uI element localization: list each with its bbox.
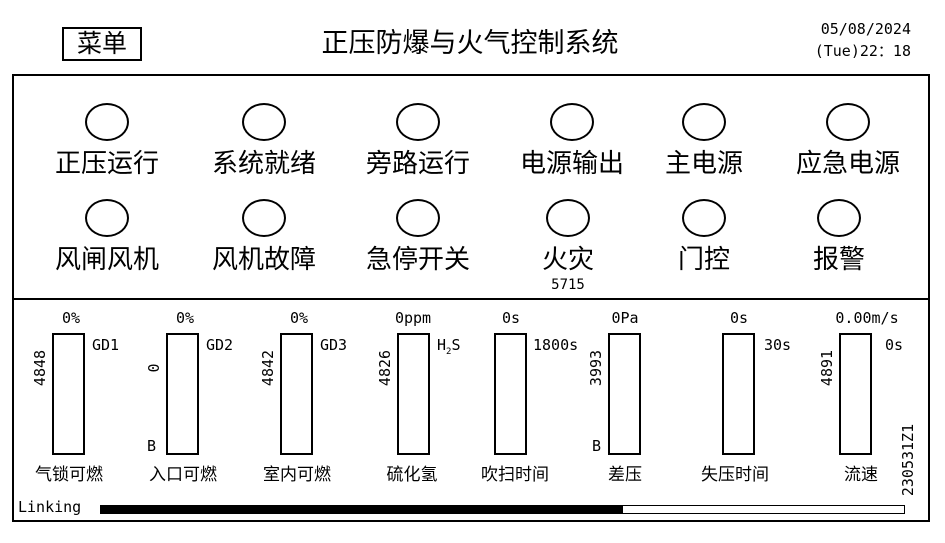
indicator-label: 报警 (812, 245, 865, 275)
gauge-raw-value: 0 (145, 333, 163, 403)
indicator-label: 急停开关 (365, 245, 470, 275)
gauge-value: 0s (501, 309, 521, 327)
menu-button[interactable]: 菜单 (62, 27, 142, 61)
gauge-tag: GD1 (92, 336, 120, 354)
gauge-raw-value: 4891 (818, 333, 836, 403)
indicator-label: 火灾 (541, 245, 594, 275)
indicator-label: 系统就绪 (211, 149, 316, 179)
gauge-raw-value: 4848 (31, 333, 49, 403)
gauge-bar (608, 333, 641, 455)
indicator-bypass: 旁路运行 (353, 103, 483, 183)
gauge-value: 0.00m/s (835, 309, 899, 327)
indicator-label: 电源输出 (519, 149, 624, 179)
gauge-tag: GD3 (320, 336, 348, 354)
link-progress-bar (100, 505, 905, 514)
gauge-raw-text: 4848 (31, 349, 49, 387)
status-lamp (396, 199, 440, 237)
gauge-value: 0% (175, 309, 195, 327)
link-status-label: Linking (18, 498, 82, 516)
indicator-label: 应急电源 (795, 149, 900, 179)
status-lamp (817, 199, 861, 237)
gauge-label: 失压时间 (701, 465, 769, 485)
gauge-value: 0% (61, 309, 81, 327)
serial-text: 230531Z1 (899, 423, 917, 497)
gauge-tag-h: H (437, 336, 447, 354)
gauge-tag-subscript: 2 (446, 347, 452, 357)
date-text: 05/08/2024 (820, 20, 911, 38)
indicator-fan-fault: 风机故障 (199, 199, 329, 279)
link-progress-fill (101, 506, 623, 513)
datetime-display: 05/08/2024 (Tue)22：18 (796, 18, 911, 62)
gauge-panel (12, 298, 930, 522)
gauge-label: 吹扫时间 (481, 465, 549, 485)
indicator-positive-pressure: 正压运行 (42, 103, 172, 183)
gauge-bar (52, 333, 85, 455)
gauge-b-marker: B (147, 437, 157, 455)
status-lamp (826, 103, 870, 141)
gauge-label: 差压 (608, 465, 642, 485)
gauge-bar (722, 333, 755, 455)
gauge-bar (280, 333, 313, 455)
gauge-bar (166, 333, 199, 455)
status-lamp (682, 103, 726, 141)
gauge-tag: 0s (885, 336, 904, 354)
gauge-raw-text: 4891 (818, 349, 836, 387)
gauge-bar (494, 333, 527, 455)
gauge-b-marker: B (592, 437, 602, 455)
gauge-raw-value: 3993 (587, 333, 605, 403)
status-lamp (396, 103, 440, 141)
indicator-label: 风机故障 (211, 245, 316, 275)
indicator-system-ready: 系统就绪 (199, 103, 329, 183)
gauge-label: 流速 (844, 465, 878, 485)
status-lamp (546, 199, 590, 237)
indicator-main-power: 主电源 (639, 103, 769, 183)
gauge-tag: 30s (764, 336, 792, 354)
gauge-bar (397, 333, 430, 455)
gauge-value: 0ppm (394, 309, 432, 327)
indicator-label: 旁路运行 (365, 149, 470, 179)
fire-counter: 5715 (551, 277, 585, 293)
status-lamp (682, 199, 726, 237)
gauge-tag-s: S (451, 336, 461, 354)
gauge-tag: 1800s (533, 336, 579, 354)
status-lamp (242, 199, 286, 237)
gauge-tag: GD2 (206, 336, 234, 354)
gauge-bar (839, 333, 872, 455)
indicator-label: 门控 (677, 245, 730, 275)
time-text: (Tue)22：18 (814, 42, 911, 60)
status-lamp (550, 103, 594, 141)
gauge-label: 硫化氢 (386, 465, 438, 485)
gauge-value: 0% (289, 309, 309, 327)
indicator-door: 门控 (639, 199, 769, 279)
indicator-emergency-power: 应急电源 (783, 103, 913, 183)
indicator-damper-fan: 风闸风机 (42, 199, 172, 279)
gauge-value: 0Pa (611, 309, 639, 327)
gauge-tag: H2S (437, 336, 460, 361)
gauge-raw-text: 3993 (587, 349, 605, 387)
gauge-label: 入口可燃 (149, 465, 217, 485)
indicator-label: 风闸风机 (54, 245, 159, 275)
status-lamp (242, 103, 286, 141)
serial-number: 230531Z1 (897, 415, 919, 505)
gauge-label: 室内可燃 (263, 465, 331, 485)
gauge-raw-value: 4842 (259, 333, 277, 403)
gauge-label: 气锁可燃 (35, 465, 103, 485)
gauge-raw-text: 4842 (259, 349, 277, 387)
status-lamp (85, 103, 129, 141)
gauge-raw-text: 0 (145, 363, 163, 373)
indicator-fire: 火灾 5715 (503, 199, 633, 293)
status-lamp (85, 199, 129, 237)
indicator-label: 正压运行 (54, 149, 159, 179)
page-title: 正压防爆与火气控制系统 (321, 28, 619, 59)
gauge-value: 0s (729, 309, 749, 327)
indicator-emergency-stop: 急停开关 (353, 199, 483, 279)
gauge-raw-text: 4826 (376, 349, 394, 387)
gauge-raw-value: 4826 (376, 333, 394, 403)
indicator-alarm: 报警 (774, 199, 904, 279)
indicator-label: 主电源 (664, 149, 743, 179)
indicator-power-output: 电源输出 (507, 103, 637, 183)
